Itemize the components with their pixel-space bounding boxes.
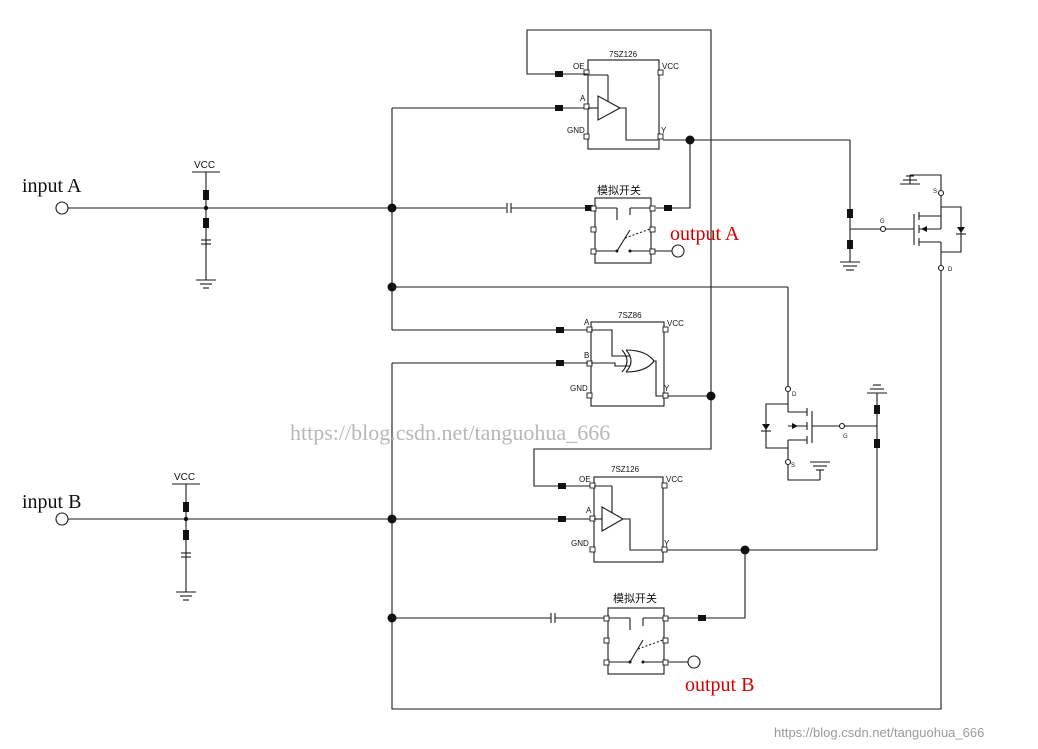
chip-a-pin-y: Y [661, 126, 667, 135]
xor-pin-gnd: GND [570, 384, 588, 393]
analog-switch-b: 模拟开关 [603, 591, 669, 675]
mosfet-q2: D G S [761, 385, 848, 481]
switch-a-title: 模拟开关 [597, 183, 641, 197]
input-b-terminal [55, 512, 69, 526]
resistor-a-pullup [203, 190, 209, 200]
chip-b-pin-gnd: GND [571, 539, 589, 548]
chip-7sz126-b: 7SZ126 OE A GND VCC Y [571, 465, 683, 563]
output-b-terminal [687, 655, 701, 669]
xor-pin-vcc: VCC [667, 319, 684, 328]
output-a-terminal [671, 244, 685, 258]
resistor-a-pulldown [203, 218, 209, 228]
chip-a-pin-a: A [580, 94, 586, 103]
analog-switch-a: 模拟开关 [590, 183, 656, 264]
xor-pin-b: B [584, 351, 589, 360]
input-a-terminal [55, 201, 69, 215]
chip-7sz126-a: 7SZ126 OE A GND VCC Y [567, 50, 679, 150]
ground-symbol-a [196, 279, 216, 289]
resistor-b-pulldown [183, 530, 189, 540]
input-a-branch: input A VCC [22, 160, 593, 289]
watermark-center: https://blog.csdn.net/tanguohua_666 [290, 420, 610, 445]
xor-name: 7SZ86 [618, 311, 642, 320]
resistor-b-pullup [183, 502, 189, 512]
chip-b-pin-vcc: VCC [666, 475, 683, 484]
ground-symbol-q2-gate [867, 384, 887, 394]
output-b-label: output B [685, 674, 754, 696]
ground-symbol-b [176, 591, 196, 601]
chip-b-pin-a: A [586, 506, 592, 515]
chip-b-pin-y: Y [664, 539, 670, 548]
chip-7sz86-xor: 7SZ86 A B GND VCC Y [570, 311, 684, 407]
vcc-a-label: VCC [194, 160, 215, 171]
input-a-label: input A [22, 175, 82, 197]
output-a-label: output A [670, 223, 740, 245]
q2-s-label: S [791, 463, 795, 469]
watermark-corner: https://blog.csdn.net/tanguohua_666 [774, 725, 984, 740]
switch-b-title: 模拟开关 [613, 591, 657, 605]
chip-b-name: 7SZ126 [611, 465, 640, 474]
xor-pin-a: A [584, 318, 590, 327]
input-b-label: input B [22, 491, 81, 513]
chip-a-pin-vcc: VCC [662, 62, 679, 71]
input-b-branch: input B VCC [22, 472, 392, 601]
q2-d-label: D [792, 392, 797, 398]
chip-b-pin-oe: OE [579, 475, 591, 484]
chip-a-pin-oe: OE [573, 62, 585, 71]
q1-d-label: D [948, 267, 953, 273]
ground-symbol-q2 [810, 461, 830, 480]
q1-s-label: S [933, 189, 937, 195]
chip-a-name: 7SZ126 [609, 50, 638, 59]
q1-g-label: G [880, 219, 885, 225]
q2-g-label: G [843, 434, 848, 440]
mosfet-q1: S G D [879, 174, 966, 273]
ground-symbol-q1-gate [840, 261, 860, 271]
ground-symbol-q1 [900, 175, 920, 185]
vcc-b-label: VCC [174, 472, 195, 483]
xor-pin-y: Y [664, 384, 670, 393]
chip-a-pin-gnd: GND [567, 126, 585, 135]
